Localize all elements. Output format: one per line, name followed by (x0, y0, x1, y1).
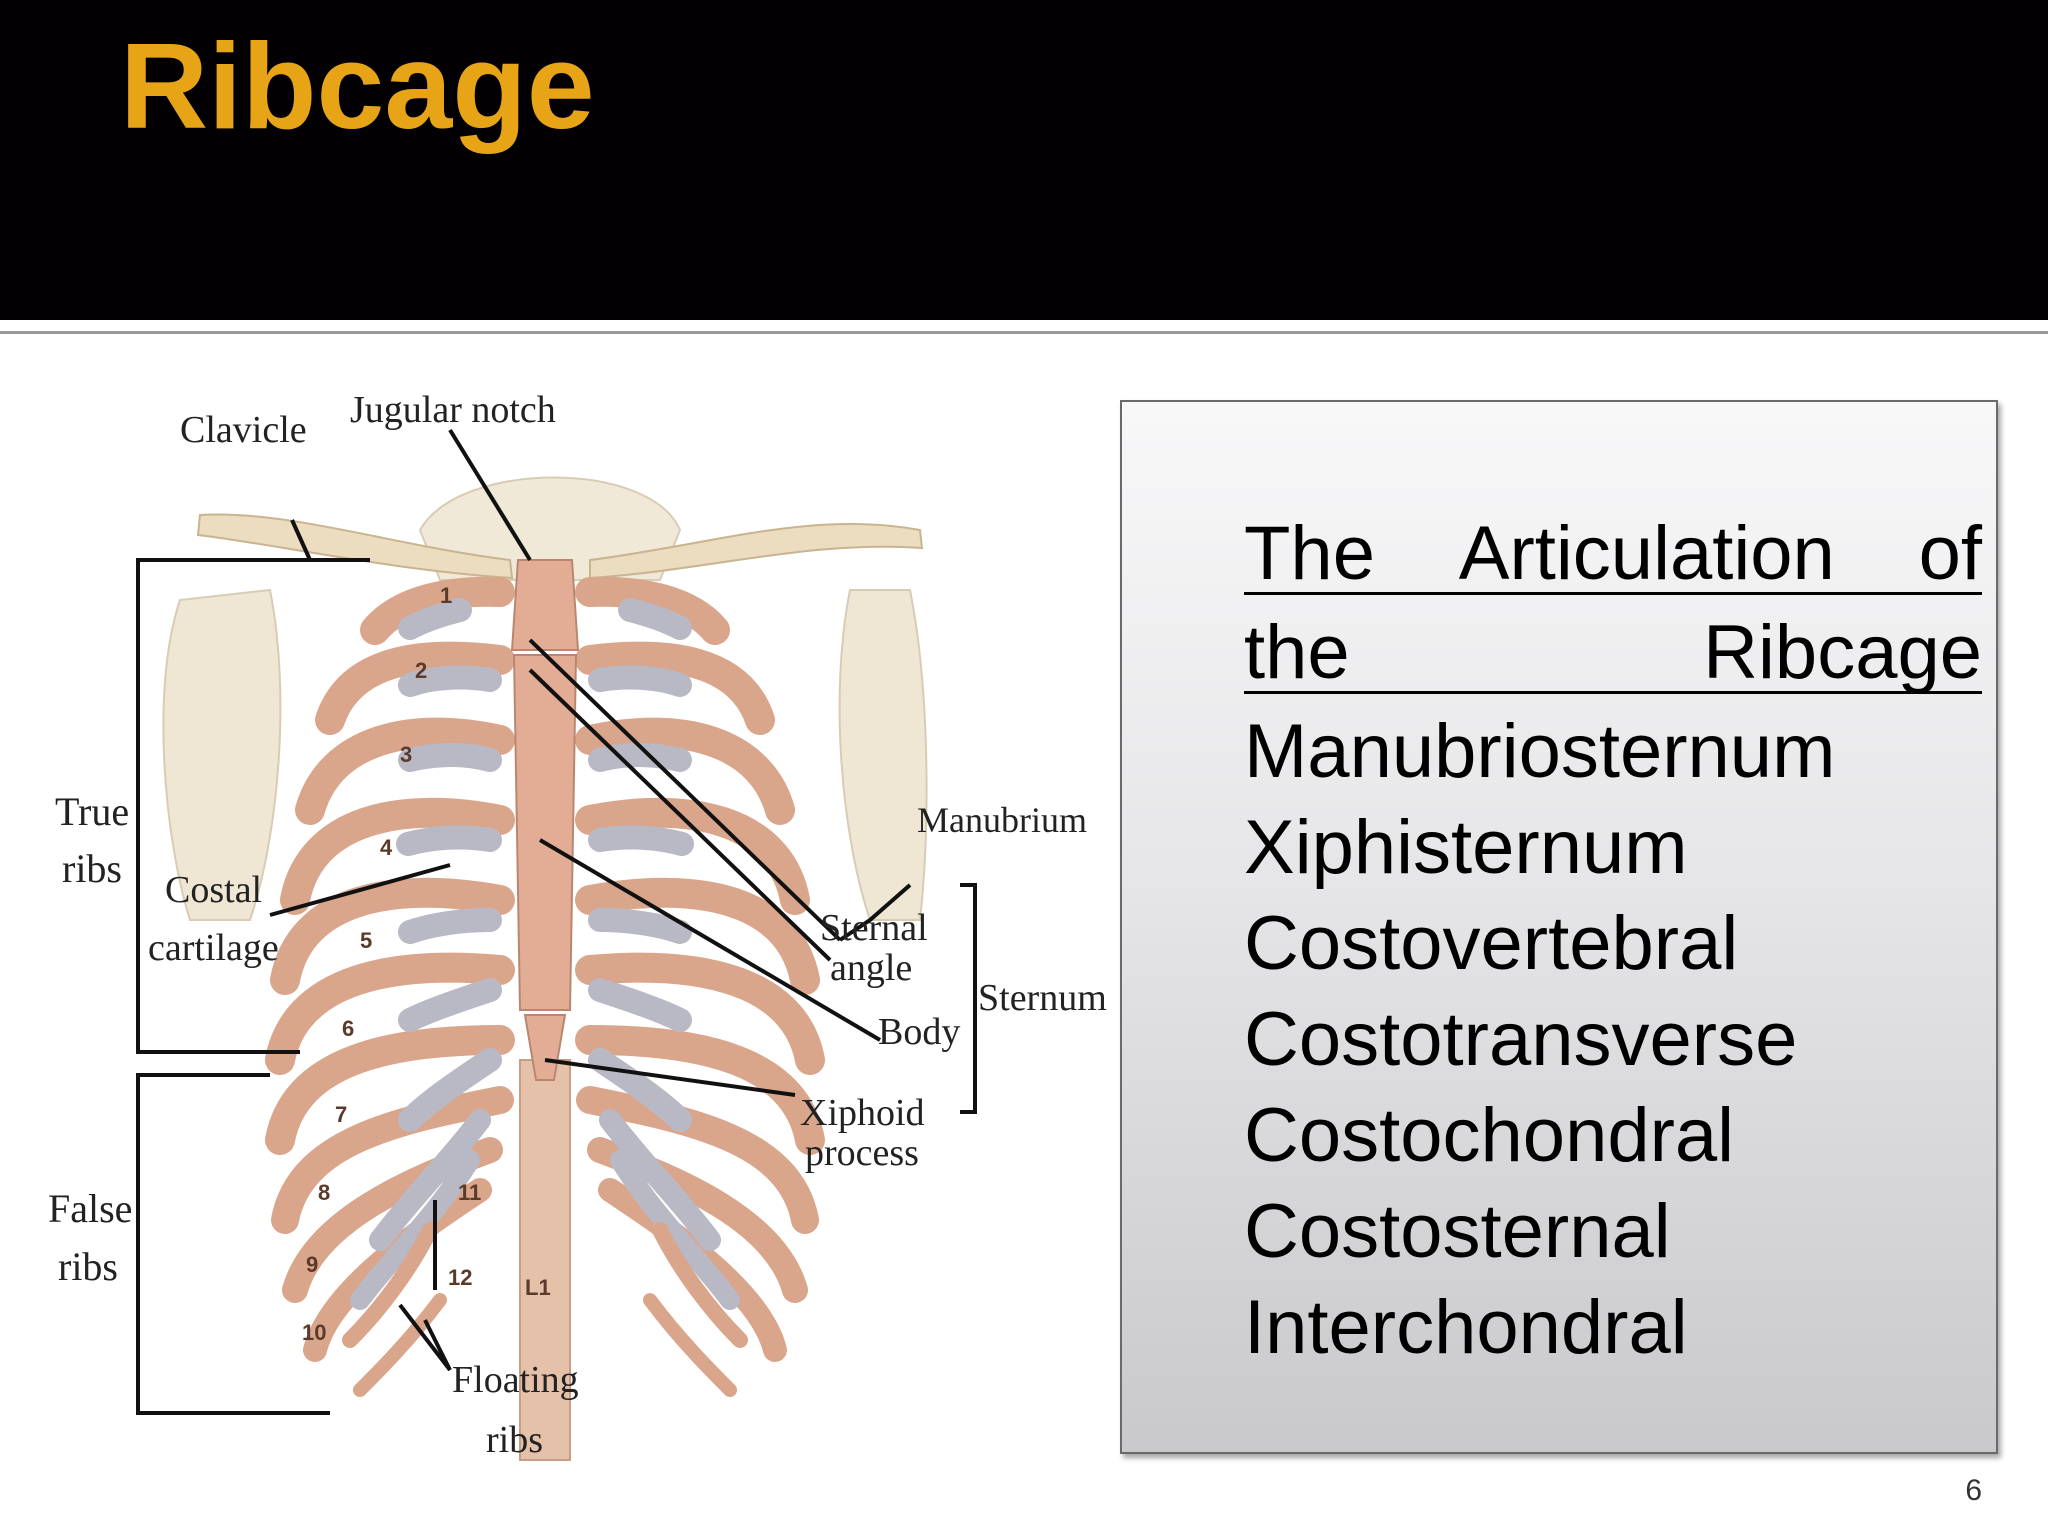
rib-number: 12 (448, 1265, 472, 1290)
slide-title: Ribcage (120, 18, 595, 154)
heading-line-2: the Ribcage (1244, 605, 1982, 695)
scapula-shapes (162, 476, 928, 921)
rib-number: 10 (302, 1320, 326, 1345)
articulation-list: The Articulation of the Ribcage Manubrio… (1244, 506, 1982, 1376)
term-item: Interchondral (1244, 1285, 1688, 1370)
title-bar: Ribcage (0, 0, 2048, 320)
label-manubrium: Manubrium (917, 800, 1087, 840)
floating-ribs (342, 1222, 748, 1397)
rib-number: 8 (318, 1180, 330, 1205)
ribs-right (575, 576, 825, 1362)
rib-number: 5 (360, 928, 372, 953)
label-costal-2: cartilage (148, 927, 279, 969)
label-floating-1: Floating (452, 1359, 579, 1401)
rib-number: 9 (306, 1252, 318, 1277)
label-floating-2: ribs (486, 1419, 543, 1461)
bracket-lines (136, 558, 977, 1415)
label-xiphoid-2: process (805, 1132, 919, 1174)
articulation-textbox: The Articulation of the Ribcage Manubrio… (1120, 400, 1998, 1454)
label-true-ribs-2: ribs (62, 846, 122, 891)
figure-labels: Clavicle Jugular notch True ribs Costal … (48, 389, 1107, 1461)
label-costal-1: Costal (165, 869, 262, 911)
rib-number: 1 (440, 583, 452, 608)
label-body: Body (878, 1011, 960, 1053)
rib-number: 4 (380, 835, 393, 860)
ribcage-illustration: Clavicle Jugular notch True ribs Costal … (48, 389, 1107, 1461)
term-item: Costotransverse (1244, 997, 1798, 1082)
ribs-left (265, 576, 515, 1362)
rib-number-labels: 1 2 3 4 5 6 7 8 9 10 11 12 L1 (302, 583, 551, 1345)
term-item: Manubriosternum (1244, 709, 1836, 794)
label-jugular-notch: Jugular notch (350, 389, 556, 431)
sternum (510, 559, 580, 1081)
rib-number: 7 (335, 1102, 347, 1127)
term-item: Xiphisternum (1244, 805, 1688, 890)
heading-word: Articulation (1458, 511, 1835, 596)
term-item: Costosternal (1244, 1189, 1671, 1274)
rib-number: 3 (400, 742, 412, 767)
heading-word: the (1244, 610, 1350, 695)
rib-number: 6 (342, 1016, 354, 1041)
vertebral-column (519, 1059, 571, 1461)
label-true-ribs-1: True (55, 789, 129, 834)
clavicles (196, 513, 924, 580)
label-false-ribs-1: False (48, 1186, 132, 1231)
heading-word: of (1918, 511, 1982, 596)
term-item: Costovertebral (1244, 901, 1739, 986)
rib-number: 11 (458, 1180, 481, 1205)
label-sternal-1: Sternal (820, 907, 928, 949)
label-sternal-2: angle (830, 947, 912, 989)
heading-word: Ribcage (1703, 610, 1982, 695)
title-divider (0, 331, 2048, 334)
label-xiphoid-1: Xiphoid (800, 1092, 925, 1134)
leader-lines (269, 428, 912, 1372)
label-clavicle: Clavicle (180, 409, 307, 451)
vertebra-label: L1 (525, 1275, 551, 1300)
label-false-ribs-2: ribs (58, 1244, 118, 1289)
page-number: 6 (1965, 1474, 1982, 1507)
heading-line-1: The Articulation of (1244, 506, 1982, 596)
heading-word: The (1244, 511, 1375, 596)
rib-number: 2 (415, 658, 427, 683)
label-sternum: Sternum (978, 977, 1107, 1019)
term-item: Costochondral (1244, 1093, 1735, 1178)
